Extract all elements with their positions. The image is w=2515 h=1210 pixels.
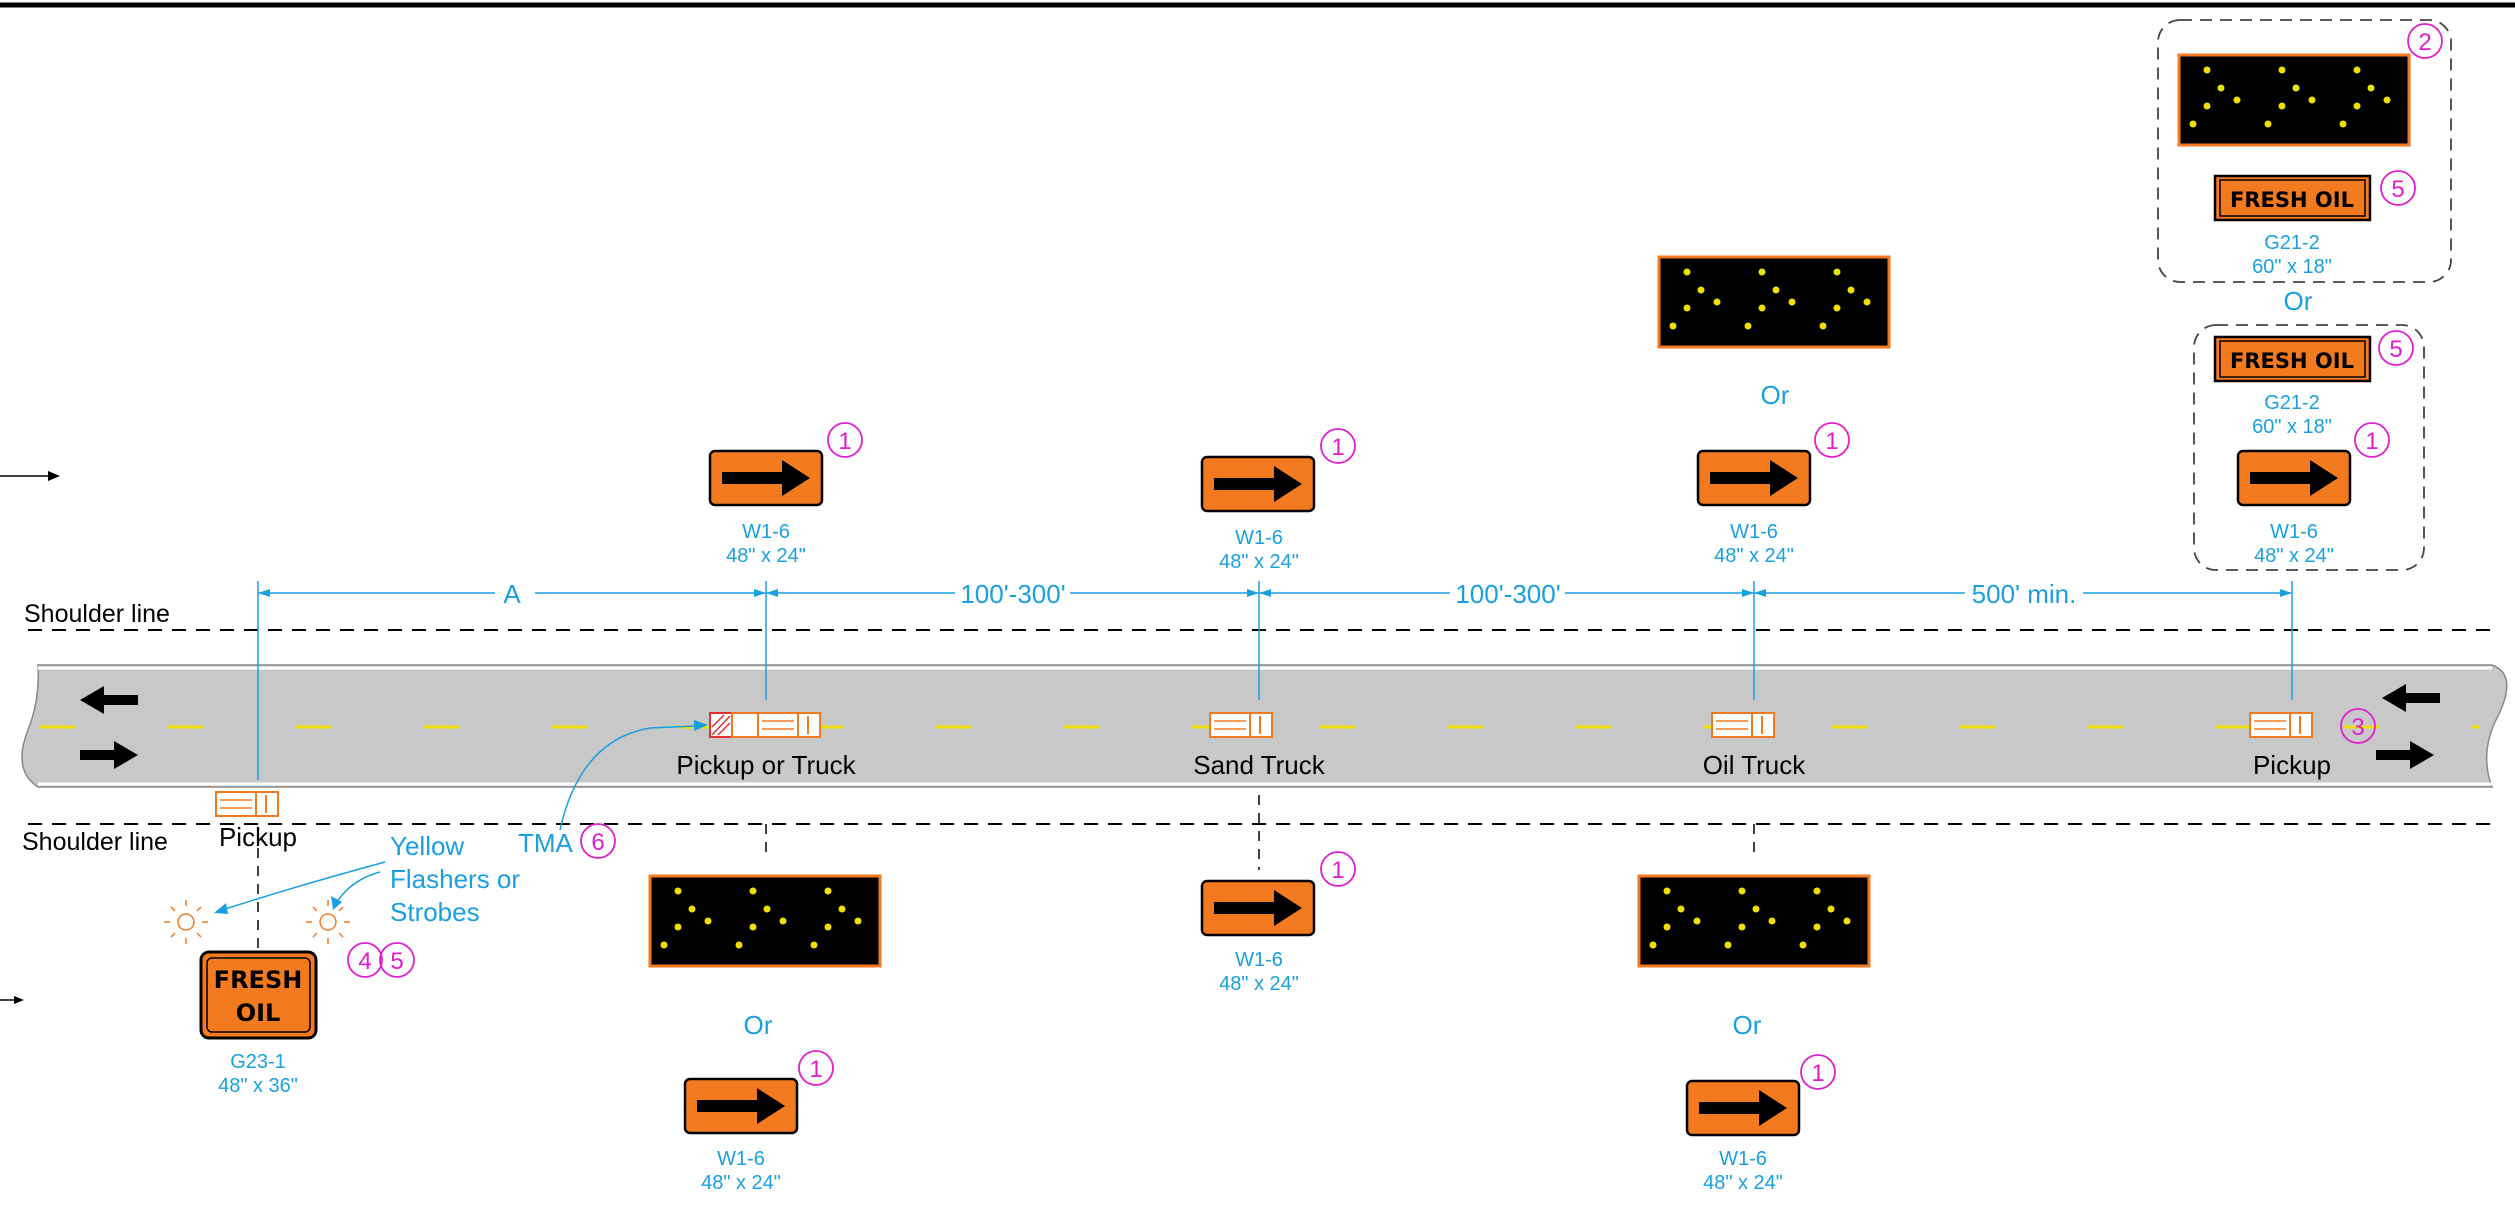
w16-code-4: W1-6 [2270,521,2318,543]
note-1-a: 1 [838,428,851,455]
sign-tie-lines [257,795,1755,950]
g212-text-upper: FRESH OIL [2230,188,2354,212]
note-2: 2 [2418,29,2431,56]
w16-code-5: W1-6 [717,1148,765,1170]
vehicle-pickup-or-truck [757,712,821,738]
g231-line-2: OIL [236,999,281,1027]
label-pickup-right: Pickup [2253,750,2331,780]
left-edge-arrow-bottom [0,996,24,1004]
note-5-b: 5 [2389,336,2402,363]
arrow-board-oil-truck-top [1657,255,1891,349]
g231-code: G23-1 [230,1051,286,1073]
or-label-pickup-or-truck: Or [744,1010,773,1040]
tma-leader [559,727,651,831]
flasher-right-icon [306,900,350,944]
arrow-board-right [2177,53,2411,147]
flasher-leaders [221,861,386,911]
label-oil-truck: Oil Truck [1703,750,1807,780]
note-4: 4 [358,948,371,975]
g212-code-lower: G21-2 [2264,392,2320,414]
w16-size-2: 48" x 24" [1219,551,1299,573]
tma-leader-head [694,720,708,731]
note-1-b: 1 [1331,434,1344,461]
or-label-oil-top: Or [1761,380,1790,410]
note-5-a: 5 [2391,176,2404,203]
label-pickup-left: Pickup [219,822,297,852]
option-box-lower [2193,324,2425,571]
label-sand-truck: Sand Truck [1193,750,1326,780]
label-tma: TMA [518,828,574,858]
vehicle-sand-truck [1209,712,1273,738]
w16-sign-oil-truck [1696,449,1812,507]
g212-sign-upper: FRESH OIL [2213,174,2372,222]
arrow-board-oil-truck-bottom [1637,874,1871,968]
g212-size-upper: 60" x 18" [2252,256,2332,278]
flashers-line-1: Yellow [390,831,464,861]
flashers-line-2: Flashers or [390,864,520,894]
w16-sign-pickup-right [2236,449,2352,507]
flasher-left-icon [164,900,208,944]
w16-sign-sand-truck [1200,455,1316,513]
vehicle-oil-truck [1711,712,1775,738]
note-5-c: 5 [390,948,403,975]
g231-sign: FRESH OIL [199,950,318,1040]
w16-size-1: 48" x 24" [726,545,806,567]
g212-size-lower: 60" x 18" [2252,416,2332,438]
w16-code-3: W1-6 [1730,521,1778,543]
w16-sign-below-oil-truck [1685,1079,1801,1137]
w16-size-3: 48" x 24" [1714,545,1794,567]
note-1-f: 1 [809,1056,822,1083]
option-box-upper [2157,19,2452,283]
vehicle-pickup-right [2249,712,2313,738]
g231-size: 48" x 36" [218,1075,298,1097]
w16-size-6: 48" x 24" [1219,973,1299,995]
note-callouts [347,23,2443,1090]
dimension-1: 100'-300' [960,579,1065,609]
note-3: 3 [2351,714,2364,741]
dimension-a: A [503,579,521,609]
or-label-right-boxes: Or [2284,286,2313,316]
shoulder-label-top: Shoulder line [24,600,170,628]
w16-code-7: W1-6 [1719,1148,1767,1170]
note-1-d: 1 [2365,428,2378,455]
note-1-g: 1 [1811,1060,1824,1087]
note-6: 6 [591,829,604,856]
w16-sign-pickup-or-truck [708,449,824,507]
g212-text-lower: FRESH OIL [2230,349,2354,373]
w16-size-7: 48" x 24" [1703,1172,1783,1194]
note-1-e: 1 [1331,857,1344,884]
dimension-3: 500' min. [1972,579,2077,609]
note-1-c: 1 [1825,428,1838,455]
left-edge-arrow-top [0,471,60,481]
w16-sign-below-sand-truck [1200,879,1316,937]
w16-size-4: 48" x 24" [2254,545,2334,567]
vehicle-pickup-left [215,791,279,817]
g212-sign-lower: FRESH OIL [2213,335,2372,383]
label-pickup-or-truck: Pickup or Truck [676,750,856,780]
flashers-line-3: Strobes [390,897,480,927]
tma-attenuator [709,712,759,738]
dimension-lines [257,581,2293,780]
w16-code-6: W1-6 [1235,949,1283,971]
w16-size-5: 48" x 24" [701,1172,781,1194]
arrow-board-pickup-or-truck [648,874,882,968]
g231-line-1: FRESH [214,966,303,994]
w16-sign-below-pickup-or-truck [683,1077,799,1135]
dimension-2: 100'-300' [1455,579,1560,609]
w16-code-2: W1-6 [1235,527,1283,549]
or-label-oil-bottom: Or [1733,1010,1762,1040]
g212-code-upper: G21-2 [2264,232,2320,254]
shoulder-label-bottom: Shoulder line [22,828,168,856]
w16-code-1: W1-6 [742,521,790,543]
